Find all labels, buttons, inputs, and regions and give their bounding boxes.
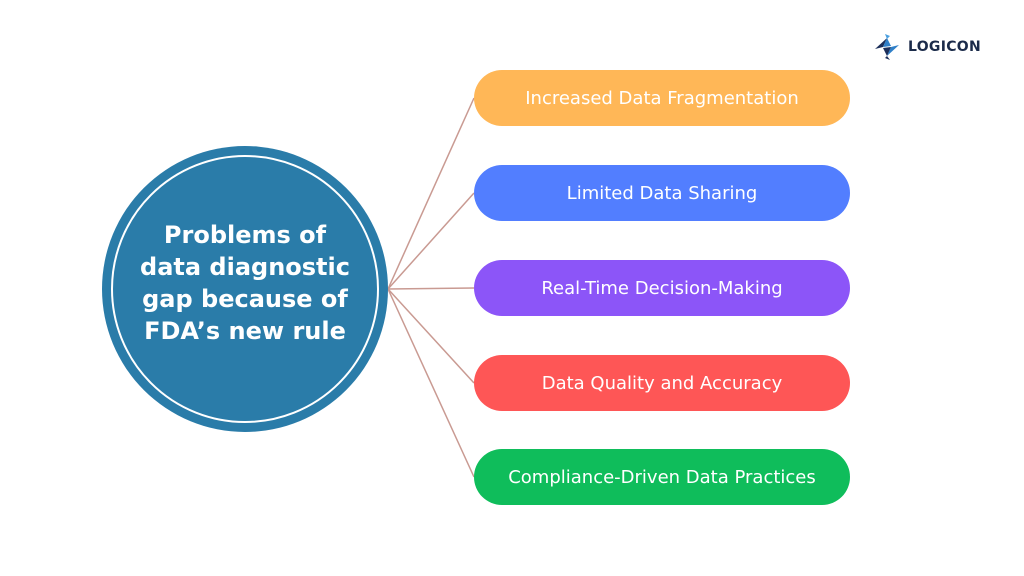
problem-pill-limited-data-sharing: Limited Data Sharing (474, 165, 850, 221)
hub-title: Problems of data diagnostic gap because … (140, 221, 350, 345)
connector-line-3 (387, 288, 475, 384)
connector-line-1 (387, 192, 475, 290)
connector-line-0 (387, 97, 475, 290)
connector-line-4 (387, 288, 475, 478)
problem-label: Limited Data Sharing (566, 182, 758, 204)
problem-label: Increased Data Fragmentation (525, 87, 799, 109)
logo: LOGICON (870, 32, 990, 62)
logicon-mark-icon (875, 34, 899, 60)
problem-pill-data-fragmentation: Increased Data Fragmentation (474, 70, 850, 126)
hub-circle: Problems of data diagnostic gap because … (102, 146, 388, 432)
problem-label: Compliance-Driven Data Practices (508, 466, 816, 488)
problem-pill-data-quality-accuracy: Data Quality and Accuracy (474, 355, 850, 411)
problem-label: Data Quality and Accuracy (541, 372, 783, 394)
hub-ring: Problems of data diagnostic gap because … (111, 155, 379, 423)
problem-pill-real-time-decision-making: Real-Time Decision-Making (474, 260, 850, 316)
connector-line-2 (387, 287, 475, 290)
logo-text: LOGICON (908, 39, 982, 55)
problem-pill-compliance-driven-practices: Compliance-Driven Data Practices (474, 449, 850, 505)
problem-label: Real-Time Decision-Making (541, 277, 783, 299)
